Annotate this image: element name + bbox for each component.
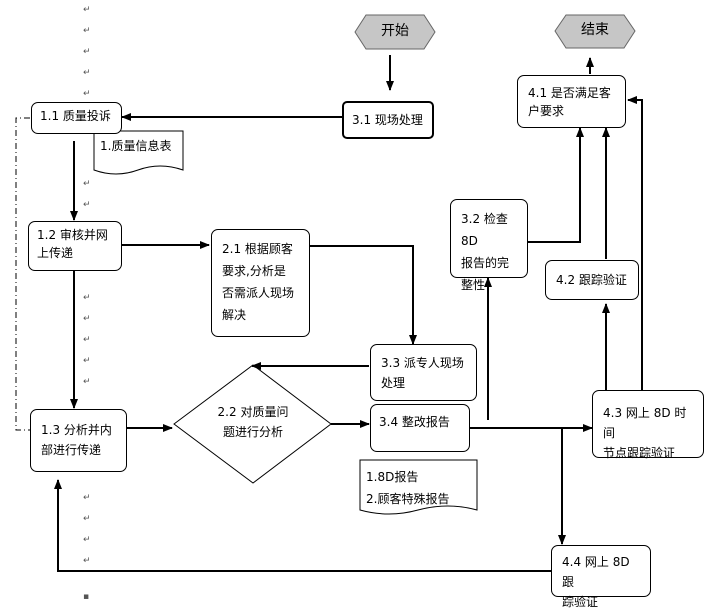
start-terminal: 开始 (381, 23, 409, 39)
process-1-2-review-upload: 1.2 审核并网 上传递 (28, 221, 122, 271)
document-item-customer-special-report: 2.顾客特殊报告 (366, 492, 450, 506)
process-1-1-quality-complaint: 1.1 质量投诉 (31, 102, 122, 134)
process-4-4-online-8d-verify: 4.4 网上 8D 跟 踪验证 (551, 545, 651, 609)
process-4-2-tracking-verify: 4.2 跟踪验证 (545, 260, 639, 300)
document-shape-1 (93, 130, 184, 175)
decision-2-2-analyze-issue: 2.2 对质量问 题进行分析 (217, 405, 289, 439)
end-terminal: 结束 (581, 22, 609, 38)
document-8d-reports: 1.8D报告 2.顾客特殊报告 (366, 466, 476, 510)
process-1-3-internal-analysis: 1.3 分析并内 部进行传递 (30, 409, 127, 472)
document-item-8d-report: 1.8D报告 (366, 470, 419, 484)
process-3-2-check-8d-report: 3.2 检查 8D 报告的完 整性 (450, 199, 528, 292)
process-3-4-corrective-report: 3.4 整改报告 (370, 404, 470, 452)
process-2-1-analyze-requirement: 2.1 根据顾客 要求,分析是 否需派人现场 解决 (211, 229, 310, 337)
document-shape-2 (359, 459, 478, 515)
process-4-1-customer-satisfied: 4.1 是否满足客 户要求 (517, 75, 626, 128)
connectors (54, 55, 643, 572)
process-3-3-dispatch-onsite: 3.3 派专人现场 处理 (370, 344, 477, 401)
end-terminal-shape (554, 14, 636, 49)
process-4-3-online-8d-timeline: 4.3 网上 8D 时间 节点跟踪验证 (592, 390, 704, 460)
process-3-1-onsite-handling: 3.1 现场处理 (342, 101, 434, 139)
document-quality-info-sheet: 1.质量信息表 (100, 139, 172, 153)
start-terminal-shape (354, 14, 436, 50)
dashdot-connector (15, 117, 30, 431)
